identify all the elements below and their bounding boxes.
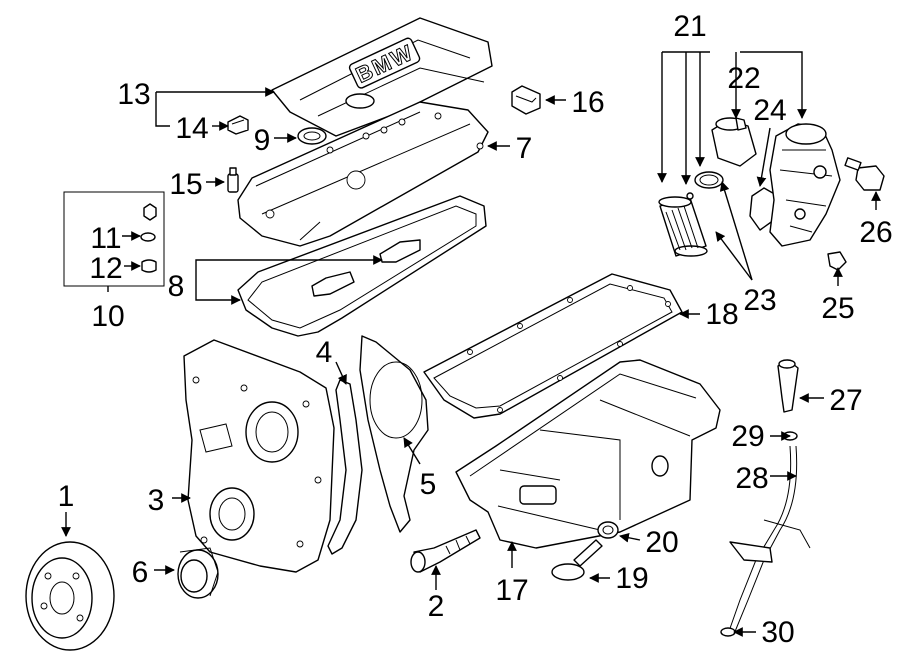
- callout-11: 11: [90, 222, 121, 255]
- oil-filter-housing: [769, 123, 841, 247]
- callout-17: 17: [495, 574, 528, 607]
- callout-30: 30: [761, 616, 794, 649]
- vibration-damper: [25, 541, 115, 651]
- callouts: 1 2 3 4 5 6 7 8 9 10 11 12 13 14 15 16 1…: [58, 10, 893, 649]
- callout-1: 1: [58, 480, 75, 513]
- callout-20: 20: [645, 526, 678, 559]
- callout-7: 7: [516, 132, 533, 165]
- callout-10: 10: [91, 300, 124, 333]
- callout-29: 29: [731, 420, 764, 453]
- callout-21: 21: [673, 10, 706, 43]
- drain-plug: [551, 539, 603, 581]
- callout-13: 13: [117, 78, 150, 111]
- oil-filter-element: [658, 196, 708, 257]
- callout-26: 26: [859, 216, 892, 249]
- callout-18: 18: [705, 298, 738, 331]
- timing-cover: [183, 339, 335, 573]
- timing-gasket-4: [327, 379, 363, 555]
- grommet: [227, 115, 249, 135]
- sensor-15: [227, 167, 239, 193]
- callout-14: 14: [175, 112, 208, 145]
- callout-5: 5: [420, 468, 437, 501]
- callout-28: 28: [735, 462, 768, 495]
- leader-lines: [61, 51, 881, 637]
- callout-16: 16: [571, 86, 604, 119]
- filter-o-ring: [686, 171, 724, 200]
- callout-15: 15: [169, 168, 202, 201]
- callout-25: 25: [821, 292, 854, 325]
- front-seal: [177, 547, 219, 599]
- callout-19: 19: [615, 562, 648, 595]
- callout-3: 3: [148, 484, 165, 517]
- callout-6: 6: [132, 556, 149, 589]
- callout-23: 23: [743, 284, 776, 317]
- bolt: [410, 529, 481, 573]
- engine-cover: BMW: [271, 17, 493, 137]
- oil-pan: [455, 359, 721, 549]
- callout-12: 12: [89, 252, 122, 285]
- valve-cover: [237, 101, 489, 247]
- temp-sensor-26: [844, 157, 885, 191]
- hardware-kit-box: [63, 191, 165, 287]
- valve-cover-gasket: [237, 195, 487, 337]
- callout-22: 22: [727, 62, 760, 95]
- drain-washer: [597, 521, 619, 539]
- filler-seal: [297, 127, 327, 145]
- cap: [511, 85, 541, 115]
- callout-27: 27: [829, 384, 862, 417]
- timing-gasket-5: [359, 335, 429, 533]
- callout-24: 24: [753, 94, 786, 127]
- dipstick-handle: [777, 359, 799, 413]
- callout-4: 4: [316, 336, 333, 369]
- sender-25: [827, 251, 847, 271]
- oil-pan-gasket: [423, 273, 683, 419]
- oil-filter-cap: [711, 117, 757, 167]
- dipstick-tube: [727, 445, 811, 635]
- callout-9: 9: [254, 124, 271, 157]
- tube-o-ring: [720, 627, 736, 637]
- callout-2: 2: [428, 590, 445, 623]
- callout-8: 8: [168, 270, 185, 303]
